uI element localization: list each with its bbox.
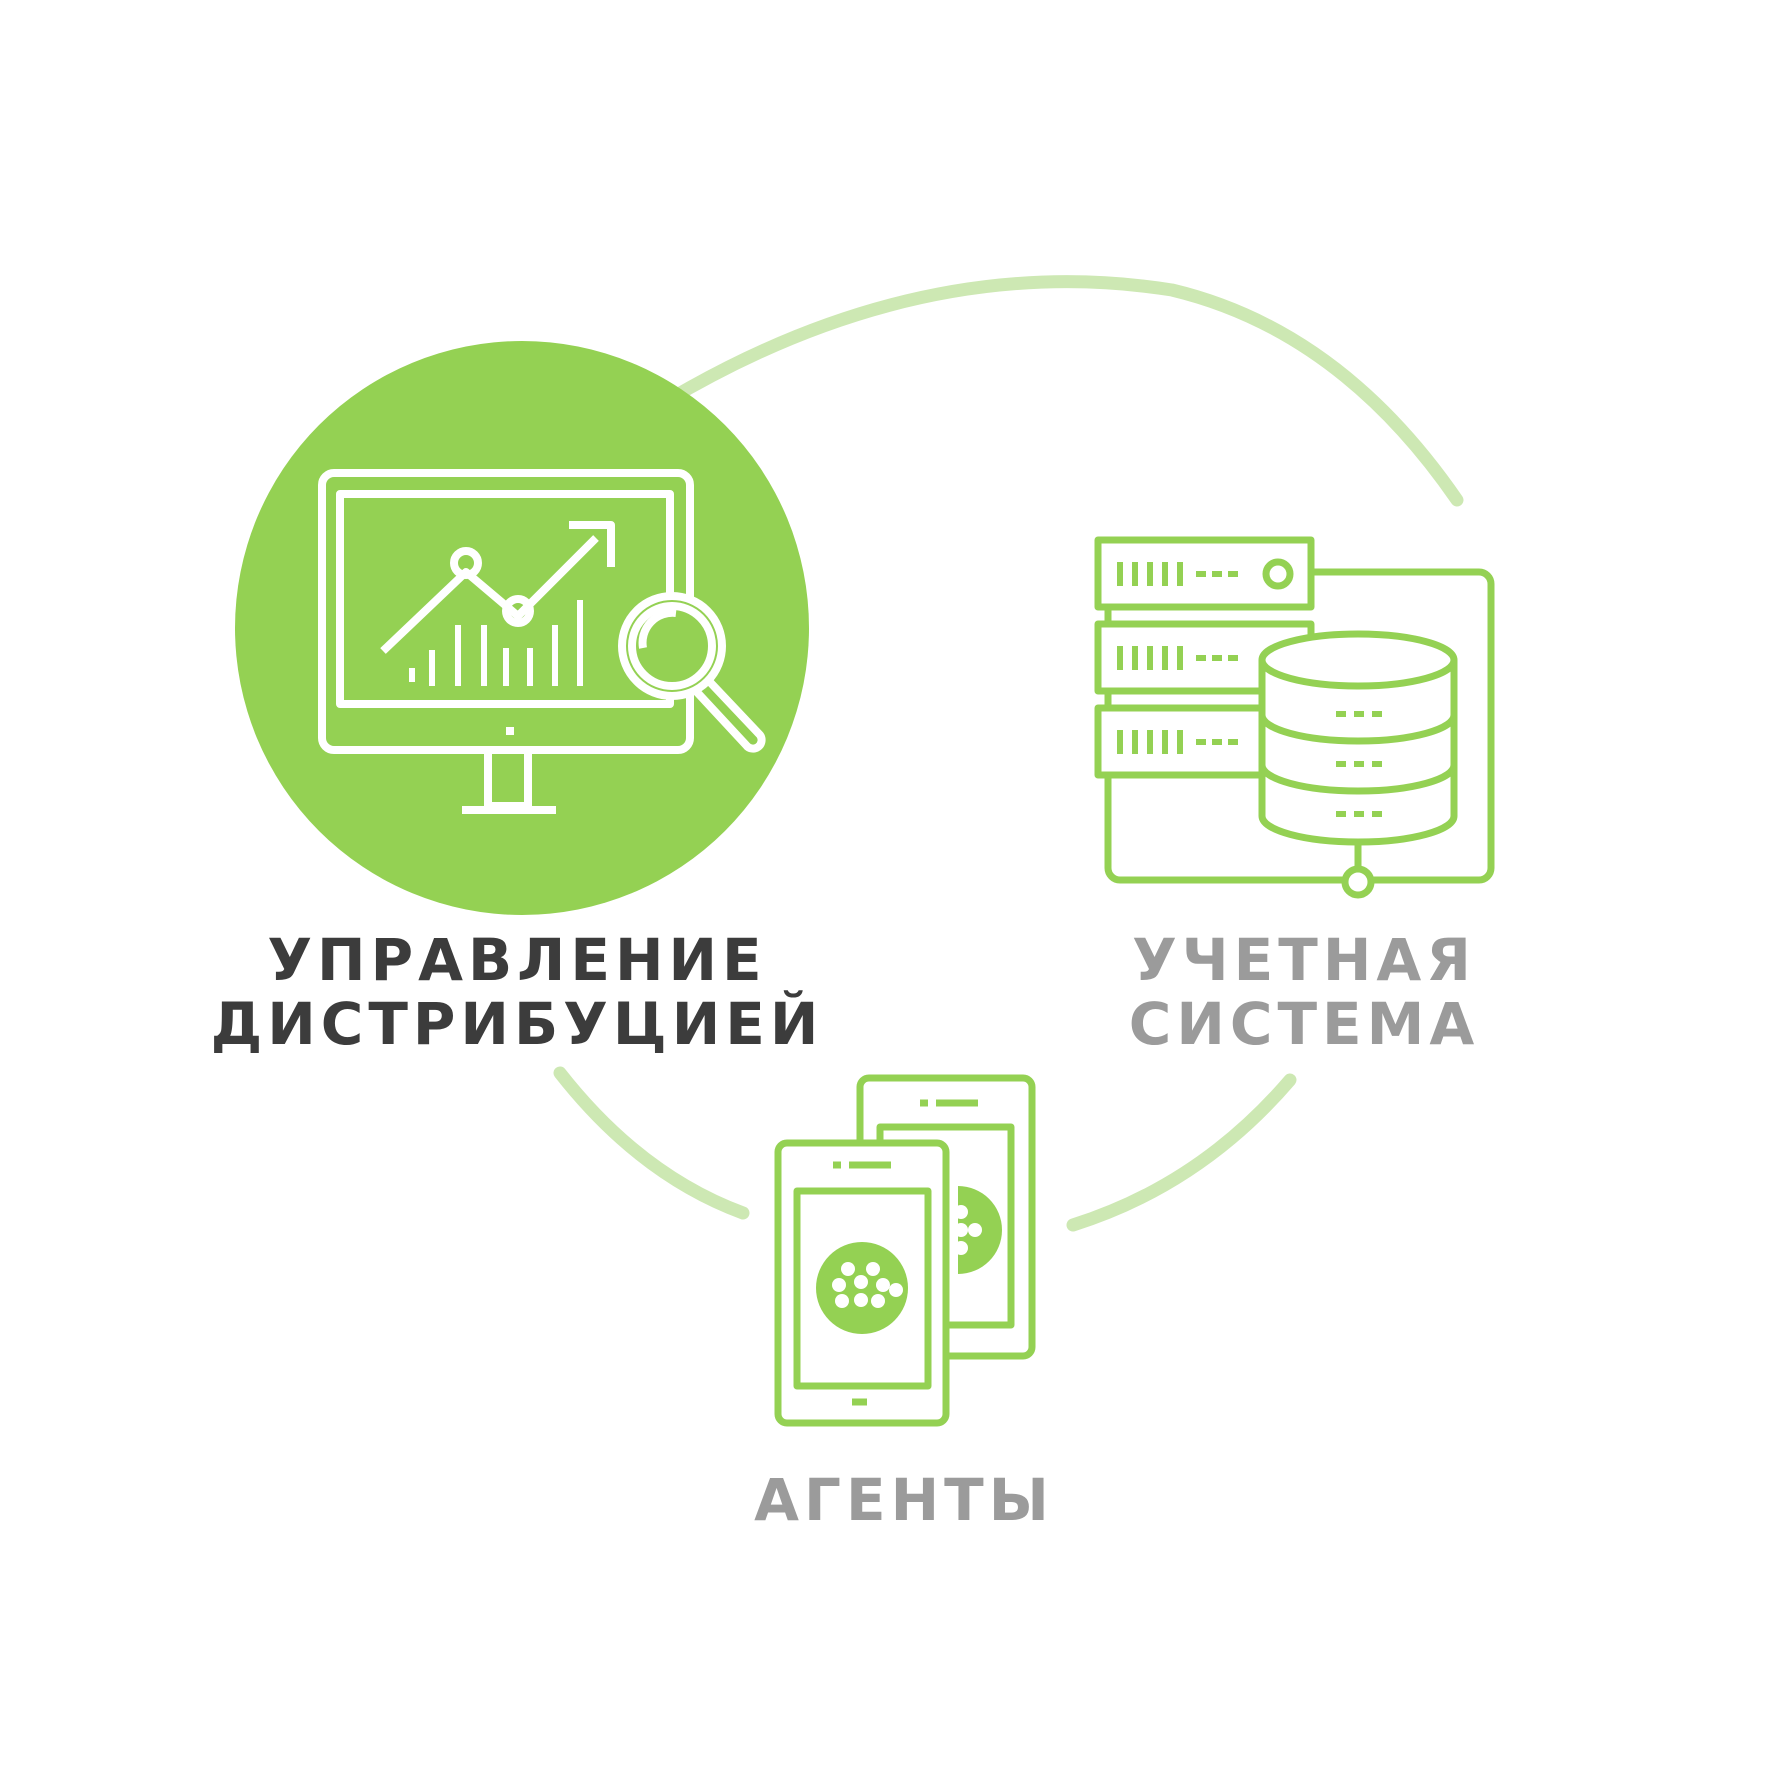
node-accounting [1094,536,1495,899]
arc-distribution-to-accounting [658,275,1464,507]
accent-circle [235,341,809,915]
accounting-label-line2: СИСТЕМА [1129,990,1479,1058]
arc-accounting-to-agents [1066,1073,1297,1232]
connection-arcs [553,275,1464,1232]
distribution-label-line2: ДИСТРИБУЦИЕЙ [211,989,824,1058]
accounting-label-line1: УЧЕТНАЯ [1132,926,1476,994]
agents-label: АГЕНТЫ [754,1466,1054,1534]
arc-agents-to-distribution [553,1066,750,1220]
node-distribution [235,341,809,915]
node-agents [774,1074,1036,1427]
monitor-analytics-icon [318,469,766,814]
server-database-icon [1094,536,1495,899]
distribution-label-line1: УПРАВЛЕНИЕ [267,926,766,994]
